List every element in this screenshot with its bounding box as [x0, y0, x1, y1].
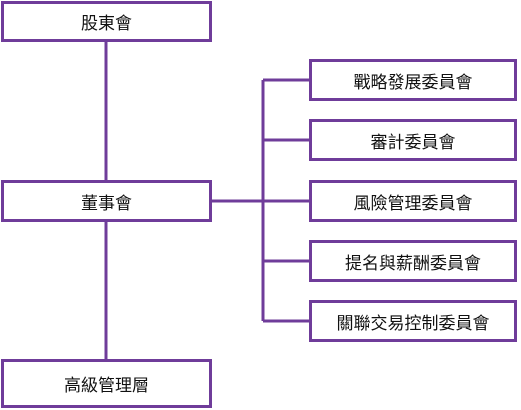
- senior-management-label: 高級管理層: [64, 376, 149, 396]
- risk-management-committee-box: 風險管理委員會: [309, 180, 517, 222]
- nomination-remuneration-committee-label: 提名與薪酬委員會: [345, 253, 481, 274]
- shareholders-meeting-label: 股東會: [81, 14, 132, 34]
- audit-committee-label: 審計委員會: [370, 132, 456, 153]
- strategic-development-committee-box: 戰略發展委員會: [309, 59, 517, 101]
- senior-management-box: 高級管理層: [1, 359, 212, 408]
- related-party-transactions-committee-label: 關聯交易控制委員會: [336, 313, 490, 334]
- related-party-transactions-committee-box: 關聯交易控制委員會: [309, 300, 517, 342]
- board-of-directors-label: 董事會: [81, 193, 132, 214]
- board-of-directors-box: 董事會: [1, 180, 212, 222]
- shareholders-meeting-box: 股東會: [1, 1, 212, 42]
- risk-management-committee-label: 風險管理委員會: [353, 193, 473, 214]
- audit-committee-box: 審計委員會: [309, 119, 517, 161]
- strategic-development-committee-label: 戰略發展委員會: [353, 72, 473, 93]
- nomination-remuneration-committee-box: 提名與薪酬委員會: [309, 240, 517, 282]
